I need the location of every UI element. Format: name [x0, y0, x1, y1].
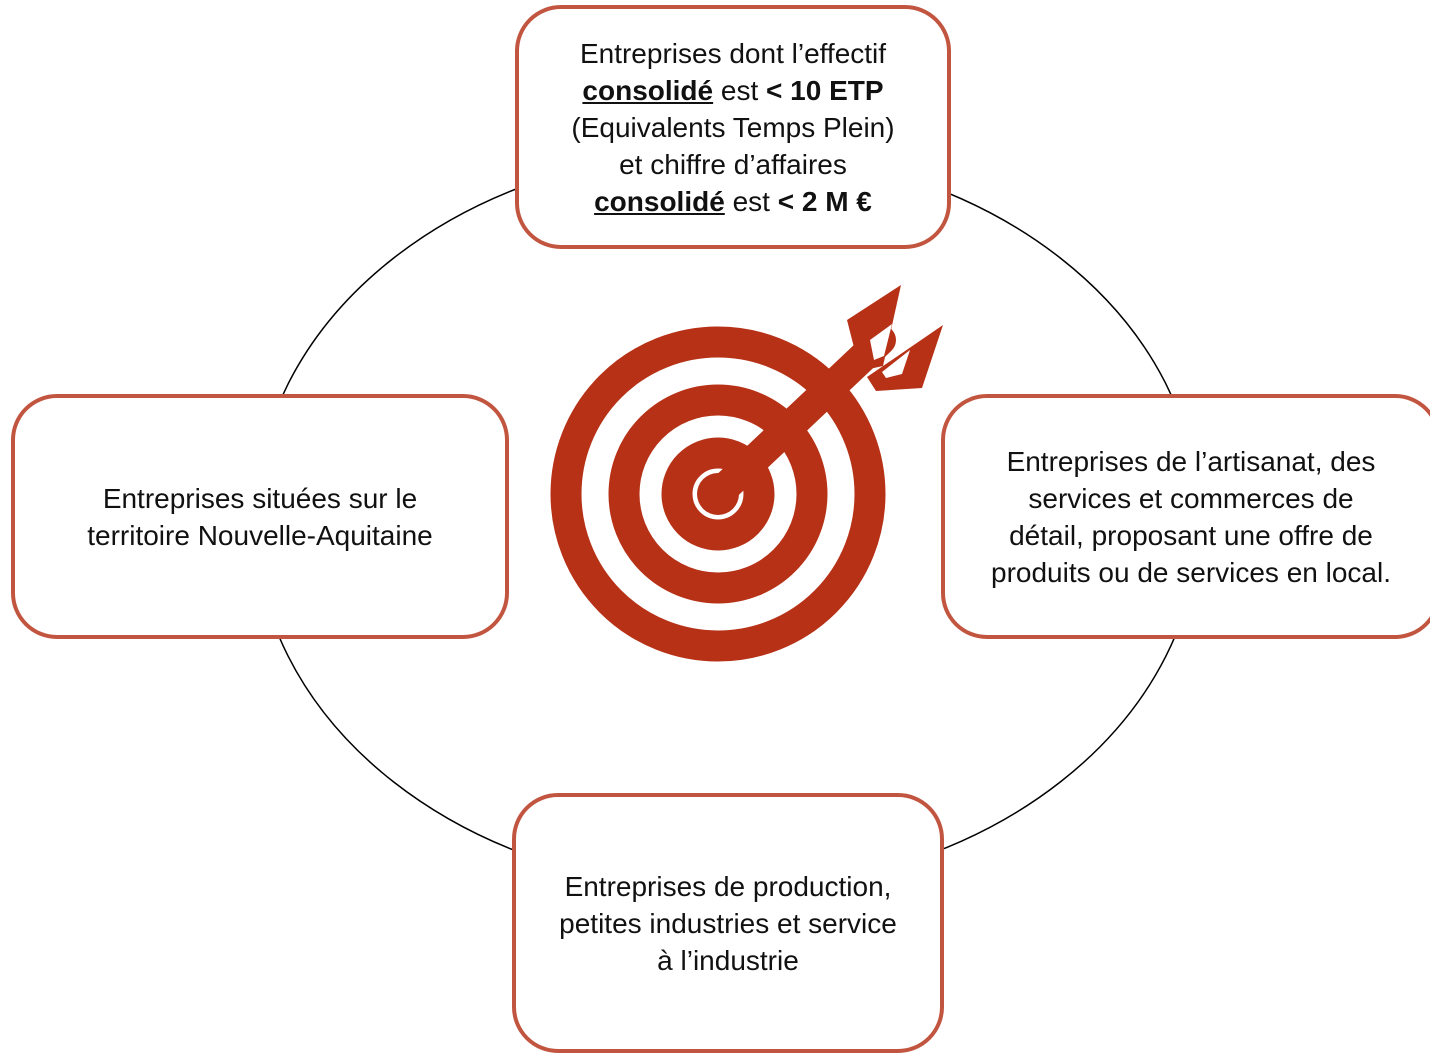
etp-threshold: < 10 ETP [766, 74, 884, 106]
box-top-line-5: consolidé est < 2 M € [529, 183, 937, 220]
box-right-line-2: services et commerces de [1028, 482, 1354, 514]
arrow-shaft [703, 325, 896, 509]
consolidated-emphasis-1: consolidé [582, 74, 714, 106]
box-left-line-1: Entreprises situées sur le [102, 482, 418, 514]
target-outer-ring [550, 326, 886, 662]
box-top-line-4: et chiffre d’affaires [619, 148, 847, 180]
box-right-line-1: Entreprises de l’artisanat, des [1006, 445, 1376, 477]
target-with-arrow-icon [550, 285, 943, 662]
box-bottom-line-2: petites industries et service [559, 907, 897, 939]
criteria-box-location: Entreprises situées sur le territoire No… [11, 394, 509, 639]
target-middle-ring [608, 384, 828, 604]
box-bottom-line-1: Entreprises de production, [564, 870, 892, 902]
criteria-box-crafts-retail: Entreprises de l’artisanat, des services… [941, 394, 1430, 639]
revenue-threshold: < 2 M € [777, 185, 872, 217]
box-top-line-2: consolidé est < 10 ETP [529, 72, 937, 109]
box-right-line-3: détail, proposant une offre de [1009, 519, 1373, 551]
arrow-fletching-shape [847, 285, 943, 391]
criteria-box-size: Entreprises dont l’effectif consolidé es… [515, 5, 951, 249]
box-left-line-2: territoire Nouvelle-Aquitaine [87, 519, 433, 551]
box-top-line-2-mid: est [713, 74, 767, 106]
target-inner-ring [661, 437, 775, 551]
box-top-line-1: Entreprises dont l’effectif [579, 37, 887, 69]
box-top-line-5-mid: est [724, 185, 778, 217]
consolidated-emphasis-2: consolidé [594, 185, 725, 217]
box-top-line-3: (Equivalents Temps Plein) [571, 111, 895, 143]
criteria-box-production: Entreprises de production, petites indus… [512, 793, 944, 1053]
box-right-line-4: produits ou de services en local. [991, 556, 1391, 588]
box-bottom-line-3: à l’industrie [657, 944, 799, 976]
